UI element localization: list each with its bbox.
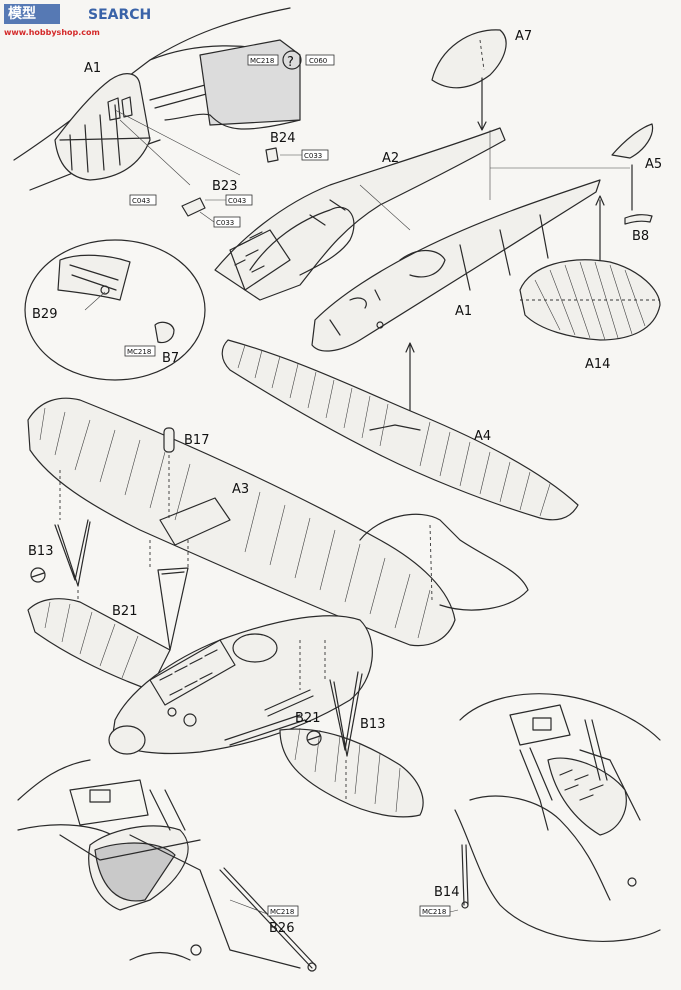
- svg-text:MC218: MC218: [250, 57, 274, 65]
- svg-text:B21: B21: [295, 711, 320, 726]
- svg-text:C033: C033: [304, 152, 322, 160]
- paint-code-mc218-top: MC218: [247, 54, 279, 66]
- svg-text:MC218: MC218: [270, 908, 294, 916]
- svg-text:A2: A2: [382, 151, 399, 166]
- svg-text:B13: B13: [360, 717, 385, 732]
- svg-text:A7: A7: [515, 29, 532, 44]
- detail-bottom-right-b14: MC218 B14: [419, 693, 661, 943]
- part-b21-left: B21: [112, 540, 189, 651]
- part-b21-mid: B21: [264, 640, 320, 726]
- svg-text:C043: C043: [132, 197, 150, 205]
- paint-code-c060: C060: [305, 54, 335, 66]
- label-a1-top: A1: [84, 61, 101, 76]
- detail-inset-b29: B29 B7 MC218: [24, 239, 206, 381]
- watermark: 模型 SEARCH www.hobbyshop.com: [4, 4, 151, 37]
- svg-text:MC218: MC218: [127, 348, 151, 356]
- svg-text:A14: A14: [585, 357, 610, 372]
- part-a14: A14: [519, 259, 661, 372]
- part-b23: C043 C033 B23: [181, 179, 253, 228]
- svg-text:B24: B24: [270, 131, 295, 146]
- question-icon: ?: [282, 50, 302, 70]
- svg-text:C043: C043: [228, 197, 246, 205]
- part-a5: A5: [611, 123, 662, 211]
- paint-code-c043-left: C043: [129, 194, 157, 206]
- part-a4: A4: [221, 339, 579, 521]
- svg-text:SEARCH: SEARCH: [88, 7, 151, 23]
- part-b13-right: B13: [306, 640, 385, 800]
- part-a7: A7: [431, 29, 532, 131]
- svg-text:A4: A4: [474, 429, 491, 444]
- svg-text:MC218: MC218: [422, 908, 446, 916]
- svg-text:B26: B26: [269, 921, 294, 936]
- svg-text:A3: A3: [232, 482, 249, 497]
- part-b8: B8: [624, 214, 653, 244]
- svg-text:A1: A1: [455, 304, 472, 319]
- part-b17: B17: [163, 427, 209, 520]
- main-fuselage-assembly: [108, 615, 373, 755]
- svg-text:模型: 模型: [8, 5, 36, 22]
- tail-outline: [359, 513, 529, 611]
- svg-text:www.hobbyshop.com: www.hobbyshop.com: [4, 28, 100, 37]
- svg-text:B13: B13: [28, 544, 53, 559]
- lower-wing-left: [27, 598, 171, 691]
- part-a3: A3: [27, 397, 456, 647]
- part-a2: A2: [214, 127, 506, 301]
- svg-text:?: ?: [287, 55, 294, 70]
- svg-text:B7: B7: [162, 351, 179, 366]
- svg-text:B8: B8: [632, 229, 649, 244]
- svg-text:B21: B21: [112, 604, 137, 619]
- svg-text:B29: B29: [32, 307, 57, 322]
- lower-wing-right: [279, 727, 424, 818]
- svg-text:A5: A5: [645, 157, 662, 172]
- svg-text:C060: C060: [309, 57, 327, 65]
- part-a1: A1: [311, 179, 601, 352]
- part-b24: C033 B24: [265, 131, 329, 163]
- svg-text:B14: B14: [434, 885, 459, 900]
- svg-text:C033: C033: [216, 219, 234, 227]
- svg-text:B23: B23: [212, 179, 237, 194]
- detail-bottom-left-b26: MC218 B26: [17, 759, 317, 972]
- svg-text:B17: B17: [184, 433, 209, 448]
